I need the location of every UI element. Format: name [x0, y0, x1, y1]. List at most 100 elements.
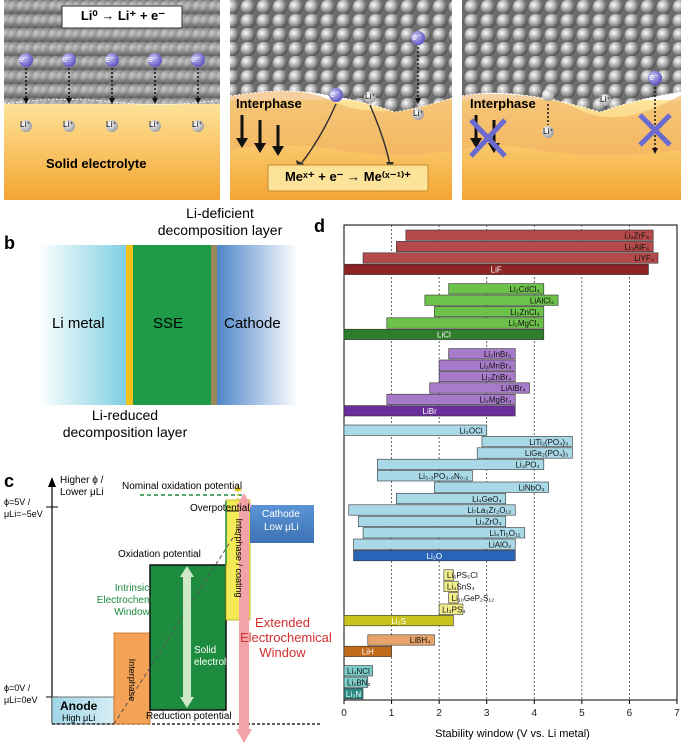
panel-c: c	[0, 465, 332, 748]
stability-bar	[443, 580, 459, 592]
stability-bar	[386, 393, 516, 405]
intrinsic-label: Intrinsic Electrochemical Window	[92, 583, 172, 619]
stability-bar	[348, 504, 516, 516]
bar-label: Li₂ZrF₆	[624, 231, 649, 240]
extended-line-2: Electrochemical	[240, 630, 332, 645]
bar-label: LiCl	[437, 331, 451, 340]
bar-label: LiBr	[423, 407, 438, 416]
anode-interphase-label: Interphase	[127, 658, 137, 702]
li-metal-label: Li metal	[52, 315, 105, 332]
bar-label: Li₂MgBr₄	[480, 396, 512, 405]
stability-bar	[481, 436, 573, 448]
redox-equation: Meˣ⁺ + e⁻ → Me⁽ˣ⁻¹⁾⁺	[284, 169, 412, 184]
bar-label: Li₃OCl	[459, 426, 482, 435]
panel-letter-c: c	[4, 471, 15, 491]
electron-label: e⁻	[148, 54, 158, 64]
stability-bar	[343, 688, 364, 700]
stability-bar	[343, 676, 369, 688]
electron-label: e⁻	[105, 54, 115, 64]
cathode-low-label: Low μLi	[264, 522, 299, 533]
bar-label: Li₃InBr₆	[484, 350, 511, 359]
x-tick-label: 2	[436, 708, 442, 719]
equation-box	[61, 5, 183, 29]
bar-label: Li₂ZrO₃	[475, 518, 501, 527]
stability-bar	[377, 458, 545, 470]
redox-box	[267, 164, 429, 192]
cathode-layer	[217, 245, 298, 405]
bar-label: Li₂MnBr₄	[480, 361, 512, 370]
bar-label: Li₃AlF₆	[624, 243, 649, 252]
layer-stack: Li metal SSE Cathode	[38, 245, 298, 405]
bar-label: Li₃PS₄	[442, 605, 465, 614]
stability-bar	[362, 252, 659, 264]
bar-label: Li₃.₃PO₃.₈N₀.₂	[419, 472, 469, 481]
bar-label: Li₃N	[346, 690, 361, 699]
anode-high-label: High μLi	[62, 713, 96, 723]
li-ion-label: Li⁺	[149, 120, 160, 129]
mu5-label: μLi=−5eV	[4, 509, 43, 519]
bar-label: Li₂MgCl₄	[509, 319, 540, 328]
stability-bar	[476, 447, 573, 459]
cathode-block	[250, 505, 314, 543]
x-tick-label: 3	[484, 708, 490, 719]
bar-label: Li₂CdCl₄	[509, 285, 539, 294]
stability-bar	[438, 371, 516, 383]
mu0-label: μLi=0eV	[4, 695, 38, 705]
bar-label: Li₄NCl	[347, 667, 370, 676]
solid-line-2: electrolyte	[194, 657, 240, 668]
interphase-region-2	[230, 91, 452, 155]
x-tick-label: 0	[341, 708, 347, 719]
interphase-label-3: Interphase	[470, 96, 536, 111]
x-tick-label: 4	[532, 708, 538, 719]
stability-bar	[396, 493, 507, 505]
stability-bar	[448, 283, 545, 295]
chart-x-label: Stability window (V vs. Li metal)	[435, 728, 590, 740]
stability-bar	[443, 569, 454, 581]
nominal-ox-label: Nominal oxidation potential	[122, 481, 243, 492]
panel-b: b Li-deficient decomposition layer Li me…	[0, 205, 300, 455]
blocked-arrows-3	[469, 115, 507, 158]
panel-letter-d: d	[314, 216, 325, 236]
bar-label: LiAlCl₄	[530, 296, 554, 305]
bar-label: Li₂O	[427, 552, 443, 561]
stability-bar	[343, 665, 373, 677]
bar-label: LiGe₂(PO₄)₃	[525, 449, 568, 458]
sse-layer	[133, 245, 211, 405]
li-ion-label: Li⁺	[192, 120, 203, 129]
li-ion-label: Li⁺	[20, 120, 31, 129]
stability-bar	[353, 538, 516, 550]
panel-a: a	[0, 0, 685, 205]
bar-label: Li₂BN₂	[347, 678, 371, 687]
bar-label: Li₇La₃Zr₂O₁₂	[467, 506, 511, 515]
li-ion-label: Li⁺	[543, 127, 554, 136]
li-deficient-line-1: Li-deficient	[186, 205, 254, 221]
li-ion-label: Li⁺	[365, 92, 376, 101]
li-reduced-line-1: Li-reduced	[91, 407, 159, 423]
top-equation: Li⁰ → Li⁺ + e⁻	[80, 8, 166, 23]
cathode-label: Cathode	[224, 315, 281, 332]
li-ion-label: Li⁺	[106, 120, 117, 129]
lower-mu-label: Lower μLi	[60, 487, 104, 498]
bar-label: LiYF₄	[634, 254, 654, 263]
extended-line-1: Extended	[255, 615, 310, 630]
panel-letter-b: b	[4, 233, 15, 253]
x-tick-label: 1	[389, 708, 395, 719]
extended-line-3: Window	[259, 645, 306, 660]
stability-bar	[353, 550, 516, 562]
stability-bar	[434, 306, 545, 318]
li-reduced-layer	[126, 245, 133, 405]
bar-label: LiAlBr₄	[501, 384, 526, 393]
stability-bar	[377, 470, 473, 482]
stability-bar	[438, 359, 516, 371]
li-ion-label: Li⁺	[600, 95, 611, 104]
stability-bar	[424, 294, 559, 306]
stability-bar	[429, 382, 530, 394]
stability-bar	[438, 603, 464, 615]
bar-label: LiAlO₂	[489, 540, 512, 549]
stability-bar	[434, 481, 549, 493]
bar-label: LiH	[362, 648, 374, 657]
stability-bar	[396, 241, 654, 253]
li-metal-layer	[38, 245, 126, 405]
li-deficient-line-2: decomposition layer	[157, 222, 283, 238]
